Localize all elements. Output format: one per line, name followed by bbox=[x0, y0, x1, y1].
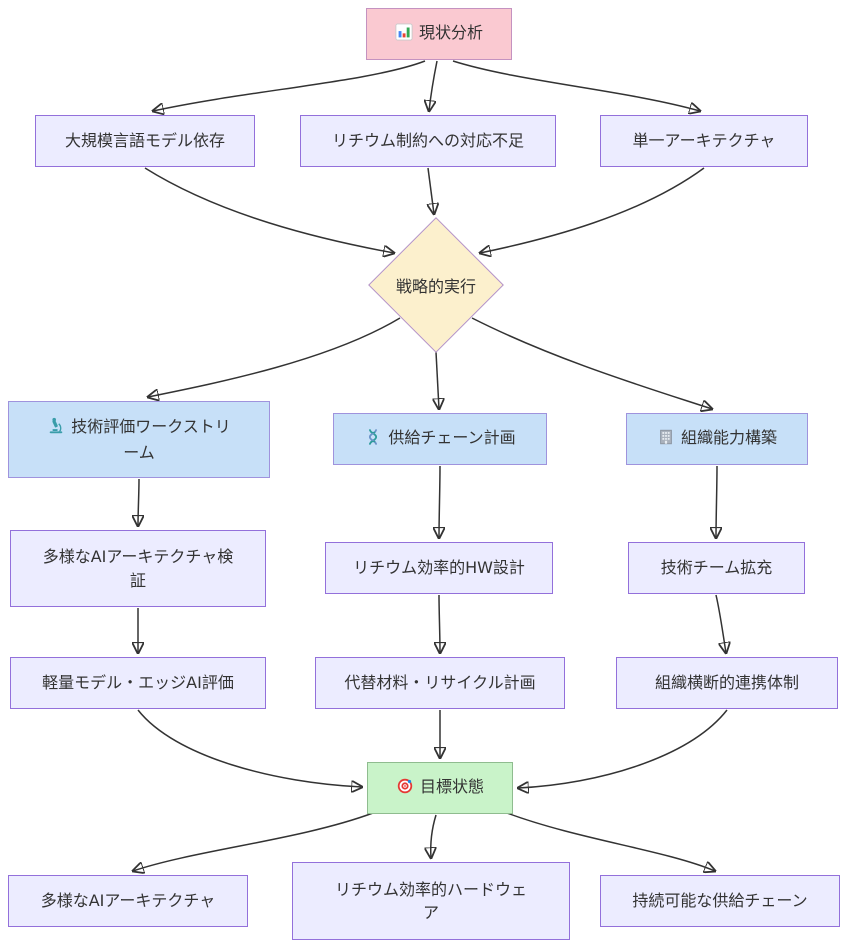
edge-decision-org bbox=[471, 317, 712, 409]
node-workstream-supply-chain: 供給チェーン計画 bbox=[333, 413, 547, 465]
target-icon bbox=[396, 777, 414, 801]
node-workstream-tech-eval: 技術評価ワークストリーム bbox=[8, 401, 270, 478]
node-lithium-efficient-hw-design: リチウム効率的HW設計 bbox=[325, 542, 553, 594]
edge-currentstate-llm bbox=[153, 60, 426, 111]
node-label: 技術評価ワークストリーム bbox=[71, 416, 231, 462]
node-problem-single-architecture: 単一アーキテクチャ bbox=[600, 115, 808, 167]
edge-llm-decision bbox=[144, 167, 394, 253]
edge-cross-goal bbox=[518, 709, 728, 788]
node-problem-llm: 大規模言語モデル依存 bbox=[35, 115, 255, 167]
edge-supply-hwdesign bbox=[439, 465, 440, 538]
building-icon bbox=[657, 428, 675, 452]
node-cross-org-collaboration: 組織横断的連携体制 bbox=[616, 657, 838, 709]
edge-edgeai-goal bbox=[137, 709, 362, 787]
node-label: リチウム効率的HW設計 bbox=[353, 558, 525, 578]
node-goal-sustainable-supply-chain: 持続可能な供給チェーン bbox=[600, 875, 840, 927]
edge-goal-hw bbox=[431, 814, 436, 858]
node-goal-diverse-ai: 多様なAIアーキテクチャ bbox=[8, 875, 248, 927]
node-label: 技術チーム拡充 bbox=[660, 558, 773, 578]
node-label: 多様なAIアーキテクチャ bbox=[40, 891, 216, 911]
node-label: 目標状態 bbox=[419, 776, 484, 796]
node-label: 戦略的実行 bbox=[395, 277, 476, 296]
bar-chart-icon bbox=[395, 23, 413, 47]
edge-goal-supply bbox=[506, 812, 715, 871]
edge-techeval-diverseai bbox=[138, 478, 139, 526]
node-label: 持続可能な供給チェーン bbox=[632, 891, 808, 911]
edge-decision-supply bbox=[436, 351, 439, 409]
node-label: 組織横断的連携体制 bbox=[654, 673, 799, 693]
node-label: 軽量モデル・エッジAI評価 bbox=[42, 673, 234, 693]
node-goal-lithium-efficient-hw: リチウム効率的ハードウェア bbox=[292, 862, 570, 940]
node-workstream-org-capability: 組織能力構築 bbox=[626, 413, 808, 465]
edge-org-team bbox=[716, 465, 717, 538]
node-label: 単一アーキテクチャ bbox=[632, 131, 776, 151]
node-label: リチウム制約への対応不足 bbox=[331, 131, 524, 151]
node-problem-lithium: リチウム制約への対応不足 bbox=[300, 115, 556, 167]
edge-single-decision bbox=[480, 167, 705, 253]
node-label: 現状分析 bbox=[418, 22, 483, 42]
node-tech-team-expansion: 技術チーム拡充 bbox=[628, 542, 805, 594]
node-current-state: 現状分析 bbox=[366, 8, 512, 60]
node-label: 組織能力構築 bbox=[680, 427, 777, 447]
node-diverse-ai-validation: 多様なAIアーキテクチャ検証 bbox=[10, 530, 266, 607]
node-label: 大規模言語モデル依存 bbox=[64, 131, 225, 151]
node-lightweight-edge-ai-eval: 軽量モデル・エッジAI評価 bbox=[10, 657, 266, 709]
edge-lithium-decision bbox=[428, 167, 434, 214]
edge-team-cross bbox=[715, 594, 726, 653]
edge-currentstate-lithium bbox=[429, 60, 438, 111]
edge-decision-techeval bbox=[148, 317, 401, 397]
edge-currentstate-single bbox=[452, 60, 700, 111]
node-label: 代替材料・リサイクル計画 bbox=[344, 673, 536, 693]
microscope-icon bbox=[47, 417, 65, 441]
node-label: 供給チェーン計画 bbox=[388, 427, 516, 447]
dna-icon bbox=[364, 428, 382, 452]
edge-hwdesign-recycle bbox=[439, 594, 440, 653]
node-goal-state: 目標状態 bbox=[367, 762, 513, 814]
edge-goal-diverseai bbox=[133, 812, 374, 871]
node-label: リチウム効率的ハードウェア bbox=[334, 879, 527, 922]
node-decision-strategic-execution: 戦略的実行 bbox=[368, 217, 504, 353]
node-alt-materials-recycle-plan: 代替材料・リサイクル計画 bbox=[315, 657, 565, 709]
node-label: 多様なAIアーキテクチャ検証 bbox=[42, 547, 234, 590]
